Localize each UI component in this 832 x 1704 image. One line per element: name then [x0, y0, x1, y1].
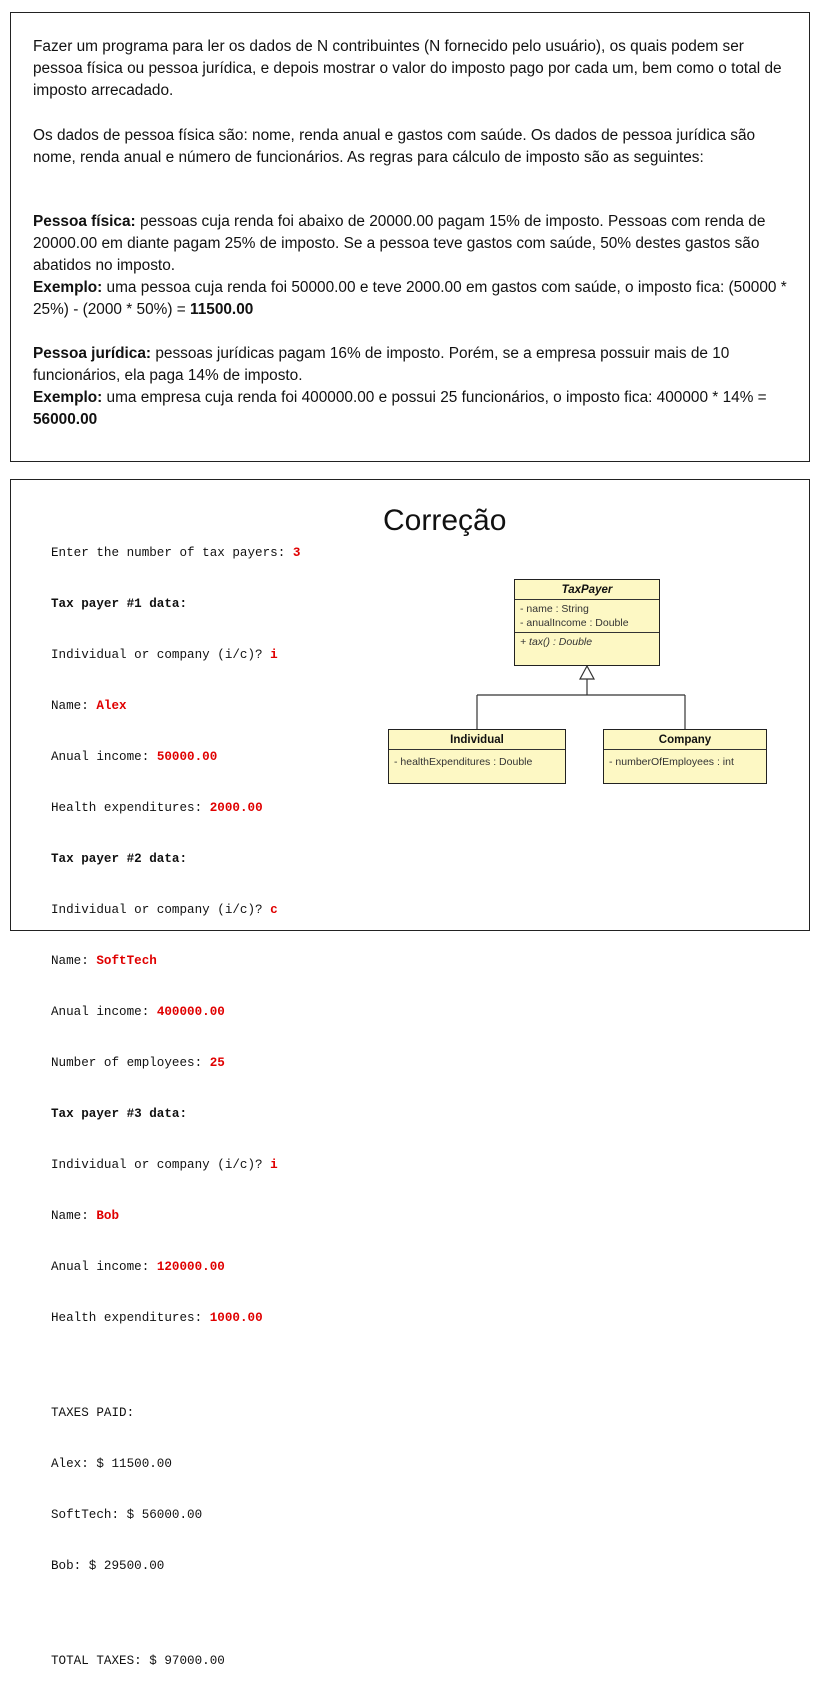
console-line: Enter the number of tax payers: 3	[51, 546, 301, 560]
console-line: Anual income: 120000.00	[51, 1260, 225, 1274]
console-line: Number of employees: 25	[51, 1056, 225, 1070]
intro-paragraph: Fazer um programa para ler os dados de N…	[33, 38, 782, 99]
console-output: Enter the number of tax payers: 3 Tax pa…	[51, 511, 300, 1704]
class-name: TaxPayer	[515, 580, 659, 600]
console-line: Anual income: 400000.00	[51, 1005, 225, 1019]
console-input: 400000.00	[156, 1005, 225, 1019]
console-input: Bob	[96, 1209, 120, 1223]
console-line: Name: Alex	[51, 699, 127, 713]
class-attributes: - name : String - anualIncome : Double	[520, 603, 629, 629]
pj-example-text: uma empresa cuja renda foi 400000.00 e p…	[102, 389, 767, 406]
generalization-arrow-icon	[578, 664, 596, 680]
console-taxes-header: TAXES PAID:	[51, 1406, 135, 1420]
console-line: Name: Bob	[51, 1209, 120, 1223]
console-input: 50000.00	[156, 750, 218, 764]
console-input: 120000.00	[156, 1260, 225, 1274]
console-input: 2000.00	[209, 801, 263, 815]
console-input: SoftTech	[96, 954, 157, 968]
console-input: 25	[209, 1056, 225, 1070]
pj-text: pessoas jurídicas pagam 16% de imposto. …	[33, 345, 730, 384]
pessoa-fisica-paragraph: Pessoa física: pessoas cuja renda foi ab…	[33, 211, 788, 321]
pj-label: Pessoa jurídica:	[33, 345, 152, 362]
pf-example-label: Exemplo:	[33, 279, 103, 296]
class-attributes: - healthExpenditures : Double	[394, 756, 533, 768]
console-line: Health expenditures: 1000.00	[51, 1311, 263, 1325]
console-line: Individual or company (i/c)? i	[51, 648, 278, 662]
console-line: Health expenditures: 2000.00	[51, 801, 263, 815]
pf-text: pessoas cuja renda foi abaixo de 20000.0…	[33, 213, 766, 274]
class-methods: + tax() : Double	[515, 632, 659, 651]
console-line: Anual income: 50000.00	[51, 750, 218, 764]
console-header: Tax payer #3 data:	[51, 1107, 188, 1121]
console-tax-line: SoftTech: $ 56000.00	[51, 1508, 203, 1522]
pj-example-result: 56000.00	[33, 411, 98, 428]
pessoa-juridica-paragraph: Pessoa jurídica: pessoas jurídicas pagam…	[33, 343, 788, 431]
correction-title: Correção	[383, 504, 507, 537]
console-tax-line: Alex: $ 11500.00	[51, 1457, 172, 1471]
console-input: Alex	[96, 699, 127, 713]
console-header: Tax payer #2 data:	[51, 852, 188, 866]
class-name: Individual	[389, 730, 565, 750]
console-tax-line: Bob: $ 29500.00	[51, 1559, 165, 1573]
uml-class-individual: Individual - healthExpenditures : Double	[388, 729, 566, 784]
console-total: TOTAL TAXES: $ 97000.00	[51, 1654, 225, 1668]
console-line: Name: SoftTech	[51, 954, 157, 968]
class-name: Company	[604, 730, 766, 750]
pf-label: Pessoa física:	[33, 213, 136, 230]
pj-example-label: Exemplo:	[33, 389, 103, 406]
uml-class-company: Company - numberOfEmployees : int	[603, 729, 767, 784]
console-input: i	[270, 1158, 278, 1172]
console-input: 3	[292, 546, 301, 560]
console-input: i	[270, 648, 278, 662]
pf-example-result: 11500.00	[189, 301, 254, 318]
pf-example-text: uma pessoa cuja renda foi 50000.00 e tev…	[33, 279, 787, 318]
console-header: Tax payer #1 data:	[51, 597, 188, 611]
console-input: c	[270, 903, 278, 917]
console-line: Individual or company (i/c)? c	[51, 903, 278, 917]
solution-box: Enter the number of tax payers: 3 Tax pa…	[10, 479, 810, 1668]
console-input: 1000.00	[209, 1311, 263, 1325]
uml-class-taxpayer: TaxPayer - name : String - anualIncome :…	[514, 579, 660, 666]
class-attributes: - numberOfEmployees : int	[609, 756, 734, 768]
problem-statement-box: Fazer um programa para ler os dados de N…	[10, 12, 810, 462]
data-description-paragraph: Os dados de pessoa física são: nome, ren…	[33, 127, 756, 166]
console-line: Individual or company (i/c)? i	[51, 1158, 278, 1172]
